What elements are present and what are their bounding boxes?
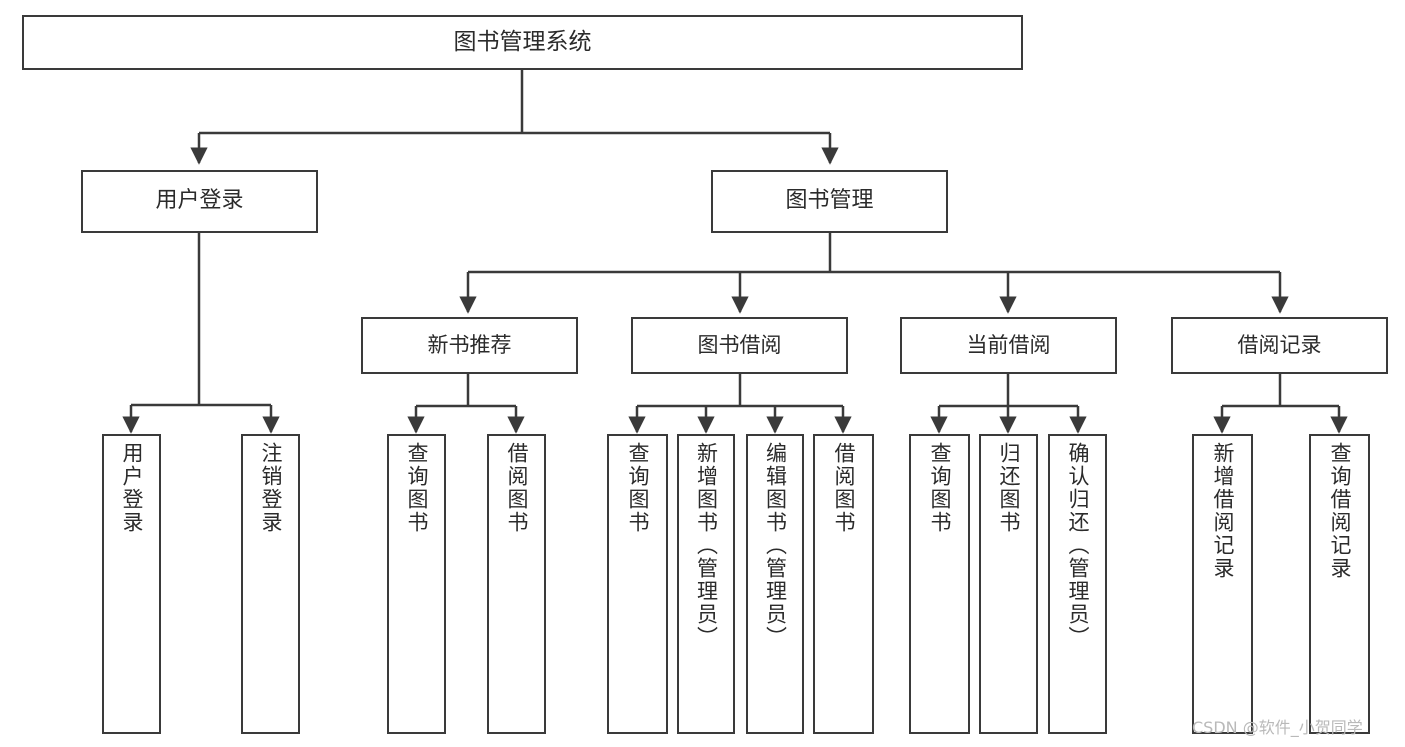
- node-root-label: 图书管理系统: [453, 28, 592, 55]
- leaf-current-confirm-return[interactable]: 确认归还（管理员）: [1048, 434, 1107, 734]
- leaf-records-add-label: 新增借阅记录: [1211, 442, 1235, 580]
- node-book-borrow[interactable]: 图书借阅: [631, 317, 848, 374]
- leaf-current-return-book-label: 归还图书: [997, 442, 1021, 534]
- leaf-user-login-signin[interactable]: 用户登录: [102, 434, 161, 734]
- node-book-borrow-label: 图书借阅: [697, 332, 782, 357]
- leaf-records-query-label: 查询借阅记录: [1328, 442, 1352, 580]
- node-borrow-records[interactable]: 借阅记录: [1171, 317, 1388, 374]
- node-current-borrow[interactable]: 当前借阅: [900, 317, 1117, 374]
- leaf-new-book-query[interactable]: 查询图书: [387, 434, 446, 734]
- leaf-borrow-borrow-book-label: 借阅图书: [832, 442, 856, 534]
- leaf-borrow-edit-book[interactable]: 编辑图书（管理员）: [746, 434, 804, 734]
- node-borrow-records-label: 借阅记录: [1237, 332, 1322, 357]
- leaf-current-confirm-return-label: 确认归还（管理员）: [1066, 442, 1090, 649]
- leaf-borrow-add-book-label: 新增图书（管理员）: [694, 442, 719, 649]
- node-root[interactable]: 图书管理系统: [22, 15, 1023, 70]
- leaf-records-add[interactable]: 新增借阅记录: [1192, 434, 1253, 734]
- node-book-management[interactable]: 图书管理: [711, 170, 948, 233]
- leaf-new-book-borrow-label: 借阅图书: [505, 442, 529, 534]
- leaf-borrow-add-book[interactable]: 新增图书（管理员）: [677, 434, 735, 734]
- leaf-user-login-signout[interactable]: 注销登录: [241, 434, 300, 734]
- node-current-borrow-label: 当前借阅: [966, 332, 1051, 357]
- node-user-login[interactable]: 用户登录: [81, 170, 318, 233]
- leaf-current-query-book[interactable]: 查询图书: [909, 434, 970, 734]
- leaf-user-login-signout-label: 注销登录: [259, 442, 283, 534]
- leaf-borrow-borrow-book[interactable]: 借阅图书: [813, 434, 874, 734]
- node-new-book-recommend[interactable]: 新书推荐: [361, 317, 578, 374]
- watermark: CSDN @软件_小贺同学: [1192, 718, 1363, 737]
- leaf-current-query-book-label: 查询图书: [928, 442, 952, 534]
- leaf-borrow-edit-book-label: 编辑图书（管理员）: [763, 442, 788, 649]
- leaf-borrow-query-book-label: 查询图书: [626, 442, 650, 534]
- node-user-login-label: 用户登录: [155, 188, 244, 214]
- node-book-management-label: 图书管理: [785, 188, 874, 214]
- leaf-new-book-query-label: 查询图书: [405, 442, 429, 534]
- leaf-records-query[interactable]: 查询借阅记录: [1309, 434, 1370, 734]
- leaf-new-book-borrow[interactable]: 借阅图书: [487, 434, 546, 734]
- node-new-book-recommend-label: 新书推荐: [427, 332, 512, 357]
- leaf-user-login-signin-label: 用户登录: [120, 442, 144, 534]
- leaf-current-return-book[interactable]: 归还图书: [979, 434, 1038, 734]
- leaf-borrow-query-book[interactable]: 查询图书: [607, 434, 668, 734]
